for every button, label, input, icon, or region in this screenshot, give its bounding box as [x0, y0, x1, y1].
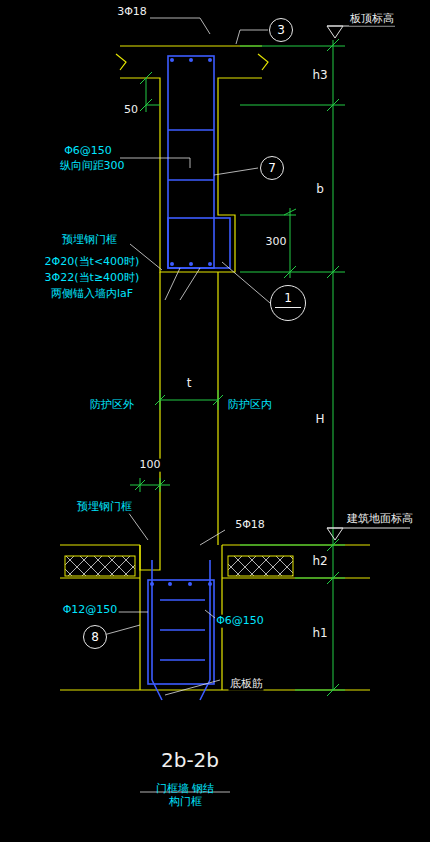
rebar-label: Φ12@150 — [62, 604, 119, 617]
rebar-label: Φ6@150 — [215, 615, 265, 628]
part-label: 预埋钢门框 — [61, 234, 118, 247]
dimension-label: h3 — [311, 69, 328, 83]
callout-circle: 3 — [269, 18, 293, 42]
region-label: 防护区外 — [89, 399, 135, 412]
dimension-label: H — [314, 413, 325, 427]
drawing-title: 2b-2b — [160, 749, 220, 772]
section-bar — [275, 307, 301, 314]
note-label: 两侧锚入墙内laF — [50, 288, 134, 301]
callout-number: 1 — [284, 292, 292, 304]
dimension-label: h1 — [311, 627, 328, 641]
level-label: 板顶标高 — [349, 13, 395, 26]
dimension-label: t — [186, 377, 193, 391]
rebar-label: 3Φ18 — [116, 6, 148, 19]
callout-circle: 8 — [83, 625, 107, 649]
callout-number: 8 — [91, 631, 99, 643]
dimension-label: h2 — [311, 555, 328, 569]
dimension-label: 300 — [265, 236, 288, 249]
part-label: 预埋钢门框 — [76, 501, 133, 514]
dimension-label: 100 — [139, 459, 162, 472]
rebar-label: 底板筋 — [229, 678, 264, 691]
callout-number: 7 — [268, 162, 276, 174]
dimension-label: 50 — [123, 104, 139, 117]
callout-circle: 1 — [270, 285, 306, 321]
note-label: 纵向间距300 — [59, 160, 126, 173]
callout-circle: 7 — [260, 156, 284, 180]
rebar-label: 3Φ22(当t≥400时) — [44, 272, 141, 285]
callout-number: 3 — [277, 24, 285, 36]
dimension-label: b — [315, 183, 325, 197]
rebar-label: 5Φ18 — [234, 519, 266, 532]
rebar-label: Φ6@150 — [63, 145, 113, 158]
rebar-label: 2Φ20(当t<400时) — [44, 256, 141, 269]
drawing-caption: 门框墙 钢结构门框 — [154, 783, 216, 808]
level-label: 建筑地面标高 — [346, 513, 414, 526]
region-label: 防护区内 — [227, 399, 273, 412]
